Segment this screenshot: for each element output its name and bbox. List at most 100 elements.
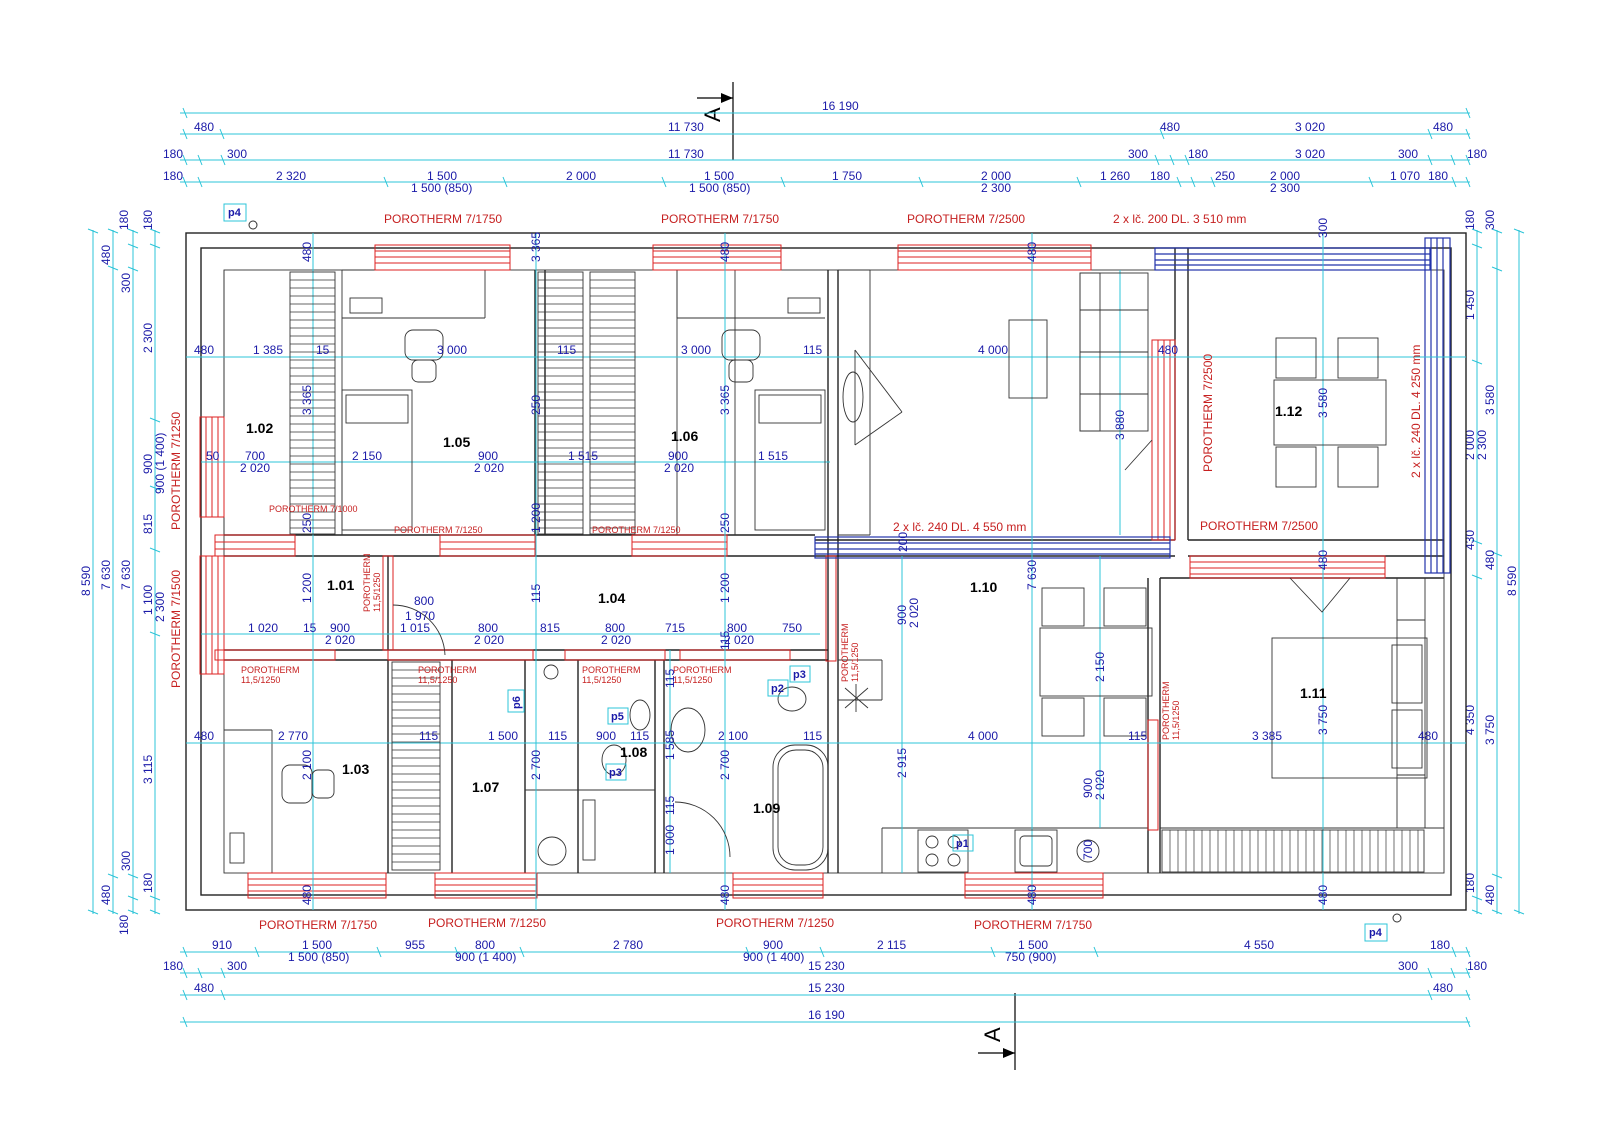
dim-top-c9: 180 <box>1150 169 1170 183</box>
room-label-1-12: 1.12 <box>1275 403 1302 419</box>
dim-inner: 3 000 <box>681 343 711 357</box>
dim-inner: 115 <box>718 631 732 650</box>
room-label-1-03: 1.03 <box>342 761 369 777</box>
room-label-1-02: 1.02 <box>246 420 273 436</box>
dim-left-a5: 180 <box>117 210 131 230</box>
marker-box <box>767 679 789 697</box>
lintel-label-vertical-3a: POROTHERM <box>1161 682 1171 741</box>
lintel-label-inner-2: POROTHERM 7/1250 <box>394 525 483 535</box>
dim-inner: 1 200 <box>300 573 314 603</box>
dim-top-b8: 180 <box>1467 147 1487 161</box>
lintel-label-small-3a: POROTHERM <box>582 665 641 675</box>
marker-box <box>223 203 247 222</box>
dim-left-b3: 815 <box>141 514 155 534</box>
lintel-label-bottom-3: POROTHERM 7/1250 <box>716 916 834 930</box>
wardrobe-block <box>289 271 336 535</box>
dim-left-b1: 2 300 <box>141 323 155 353</box>
dim-top-a4: 3 020 <box>1295 120 1325 134</box>
dim-top-c6: 1 750 <box>832 169 862 183</box>
toilet-icon <box>629 699 651 731</box>
marker-p6: p6 <box>511 696 523 709</box>
dim-bottom-a8b: 750 (900) <box>1005 950 1056 964</box>
furniture <box>229 272 1428 873</box>
bathtub-icon <box>772 744 829 871</box>
dim-inner: 480 <box>300 242 314 262</box>
dim-inner: 2 020 <box>601 633 631 647</box>
dim-bottom-a7: 2 115 <box>877 938 906 952</box>
marker-box <box>1364 923 1388 942</box>
dim-inner: 3 365 <box>718 385 732 415</box>
dim-left-b7: 480 <box>99 885 113 905</box>
dim-bottom-a2: 1 500 <box>302 938 332 952</box>
dim-inner: 480 <box>1316 550 1330 570</box>
dim-inner: 7 630 <box>1025 560 1039 590</box>
dim-top-c12: 1 070 <box>1390 169 1420 183</box>
dim-inner: 480 <box>300 885 314 905</box>
dim-inner: 2 020 <box>724 633 754 647</box>
marker-box <box>607 707 629 725</box>
chair-icon <box>1103 587 1147 627</box>
dim-inner: 2 915 <box>895 748 909 778</box>
lintel-label-inner-1: POROTHERM 7/1000 <box>269 504 358 514</box>
dim-inner: 15 <box>316 343 330 357</box>
dim-inner: 2 020 <box>664 461 694 475</box>
lintel-labels: POROTHERM 7/1750 POROTHERM 7/1750 POROTH… <box>169 212 1423 932</box>
dim-inner: 480 <box>194 343 214 357</box>
wardrobe-block <box>537 271 584 535</box>
dim-inner: 3 880 <box>1113 410 1127 440</box>
washing-machine-icon <box>537 836 567 866</box>
dim-bottom-b2: 300 <box>227 959 247 973</box>
dim-inner: 3 580 <box>1316 388 1330 418</box>
room-label-1-08: 1.08 <box>620 744 647 760</box>
marker-box <box>507 689 525 713</box>
section-line-a: A A <box>697 82 1016 1070</box>
lintel-label-bottom-4: POROTHERM 7/1750 <box>974 918 1092 932</box>
dim-bottom-a10: 180 <box>1430 938 1450 952</box>
lintel-label-vertical-1b: 11,5/1250 <box>372 573 382 612</box>
dim-inner: 900 <box>895 605 909 625</box>
dim-inner: 115 <box>419 729 438 743</box>
dim-top-c7b: 2 300 <box>981 181 1011 195</box>
washbasin-icon <box>777 686 807 712</box>
double-bed-icon <box>1271 637 1428 779</box>
dim-inner: 115 <box>663 669 677 688</box>
lintel-label-steel-vertical: 2 x lč. 240 DL. 4 250 mm <box>1409 345 1423 478</box>
dim-top-c11b: 2 300 <box>1270 181 1300 195</box>
marker-box <box>605 763 627 781</box>
lintel-label-vertical-2b: 11,5/1250 <box>850 643 860 682</box>
dim-inner: 700 <box>245 449 265 463</box>
marker-p2: p2 <box>771 683 784 695</box>
keyboard-icon <box>349 297 383 314</box>
lintel-label-inner-3: POROTHERM 7/1250 <box>592 525 681 535</box>
dim-inner: 250 <box>300 513 314 533</box>
room-label-1-05: 1.05 <box>443 434 470 450</box>
dim-top-b7: 300 <box>1398 147 1418 161</box>
dim-inner: 800 <box>727 621 747 635</box>
dim-inner: 250 <box>529 395 543 415</box>
dim-inner: 2 020 <box>474 461 504 475</box>
room-label-1-04: 1.04 <box>598 590 625 606</box>
dim-inner: 480 <box>1418 729 1438 743</box>
dim-bottom-c1: 480 <box>194 981 214 995</box>
dim-top-b5: 180 <box>1188 147 1208 161</box>
dim-inner: 480 <box>1158 343 1178 357</box>
dim-inner: 115 <box>1128 729 1147 743</box>
dim-top-c3b: 1 500 (850) <box>411 181 472 195</box>
dim-right-a8: 4 350 <box>1463 705 1477 735</box>
dim-inner: 1 970 <box>405 609 435 623</box>
marker-box <box>789 665 811 683</box>
dim-inner: 900 <box>596 729 616 743</box>
dim-bottom-b3: 15 230 <box>808 959 845 973</box>
chair-icon <box>1275 337 1317 379</box>
dim-left-b4b: 2 300 <box>153 592 167 622</box>
lintel-label-small-4b: 11,5/1250 <box>673 675 712 685</box>
dim-left-b8: 180 <box>141 873 155 893</box>
dim-inner: 715 <box>665 621 685 635</box>
dining-table <box>1039 627 1153 697</box>
washbasin-icon <box>670 707 706 753</box>
dim-inner: 3 000 <box>437 343 467 357</box>
chair-icon <box>281 764 335 804</box>
dim-inner: 115 <box>630 729 649 743</box>
dim-right-a10: 180 <box>1463 873 1477 893</box>
dim-inner: 50 <box>206 449 220 463</box>
